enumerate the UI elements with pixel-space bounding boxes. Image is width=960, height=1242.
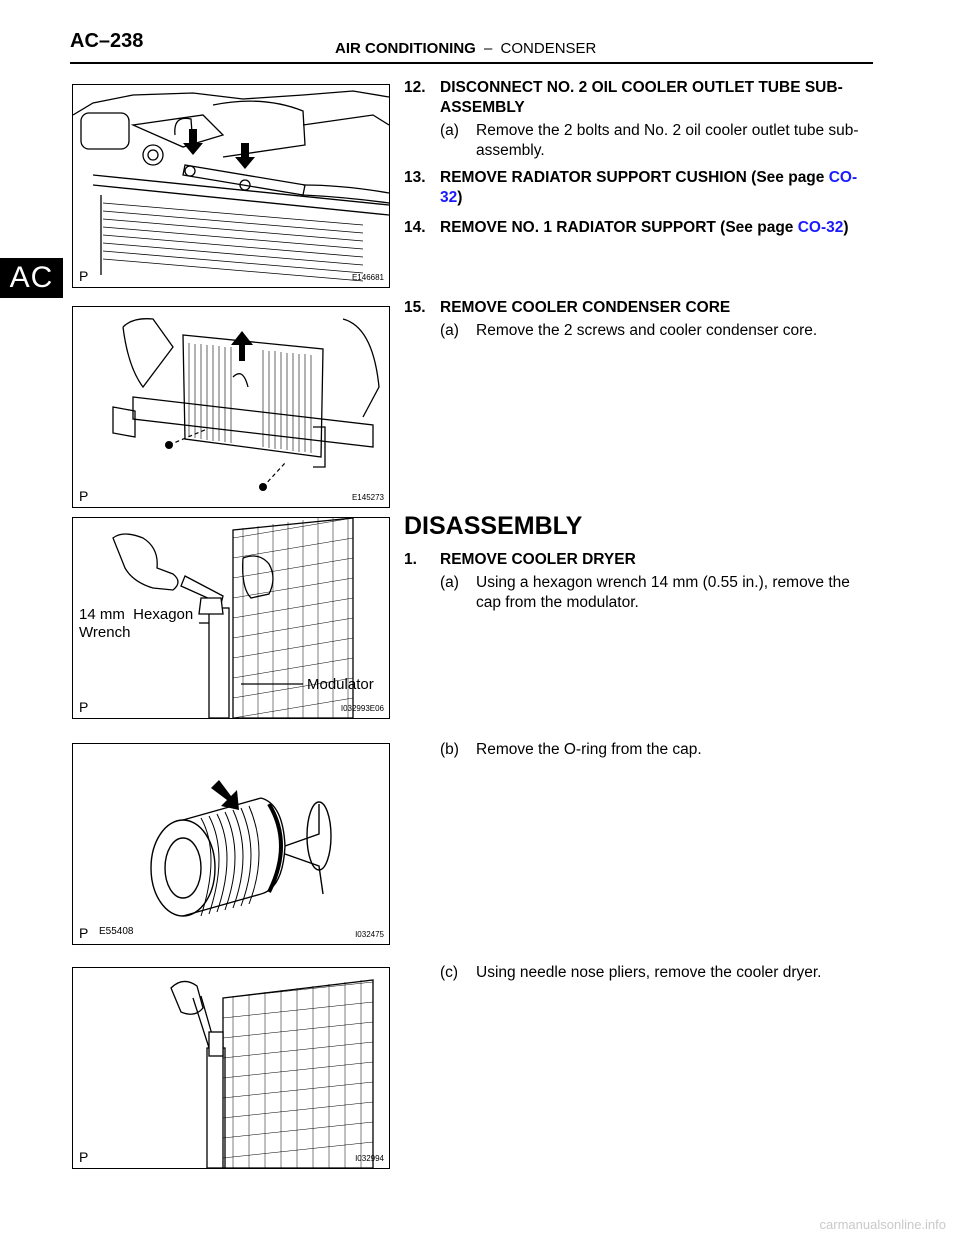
- figure-code: E145273: [351, 493, 384, 502]
- step-text: DISCONNECT NO. 2 OIL COOLER OUTLET TUBE …: [440, 79, 843, 116]
- link-co-32[interactable]: CO-32: [440, 169, 858, 206]
- step-text-end: ): [457, 189, 463, 206]
- figure-code: I032994: [355, 1154, 384, 1163]
- step-number: 12.: [404, 79, 426, 96]
- step-15: 15. REMOVE COOLER CONDENSER CORE (a) Rem…: [404, 298, 874, 341]
- header-separator: –: [484, 40, 493, 57]
- figure-cap-o-ring: P E55408 I032475: [72, 743, 390, 945]
- header-rule: [70, 62, 873, 64]
- substep-text: Remove the O-ring from the cap.: [476, 741, 702, 758]
- figure-condenser-core: P E145273: [72, 306, 390, 508]
- step-12: 12. DISCONNECT NO. 2 OIL COOLER OUTLET T…: [404, 78, 874, 161]
- step-13: 13. REMOVE RADIATOR SUPPORT CUSHION (See…: [404, 168, 874, 208]
- oil-cooler-illustration: [73, 90, 389, 282]
- substep-label: (c): [440, 964, 459, 981]
- step-number: 13.: [404, 169, 426, 186]
- footer-watermark: carmanualsonline.info: [819, 1217, 946, 1232]
- disassembly-substep-b: (b) Remove the O-ring from the cap.: [404, 737, 874, 760]
- figure-code: I032993E06: [340, 704, 384, 713]
- figure-p-mark: P: [79, 488, 89, 504]
- header-title: AIR CONDITIONING – CONDENSER: [335, 40, 596, 57]
- substep-label: (a): [440, 122, 459, 139]
- header-subsection: CONDENSER: [500, 40, 597, 57]
- step-text: REMOVE COOLER CONDENSER CORE: [440, 299, 731, 316]
- step-14: 14. REMOVE NO. 1 RADIATOR SUPPORT (See p…: [404, 218, 874, 238]
- substep-label: (a): [440, 322, 459, 339]
- substep-text: Using needle nose pliers, remove the coo…: [476, 964, 822, 981]
- figure-code-secondary: E55408: [99, 926, 134, 937]
- pliers-illustration: [170, 979, 374, 1168]
- cap-illustration: [150, 780, 332, 917]
- step-text: REMOVE COOLER DRYER: [440, 551, 636, 568]
- callout-modulator: Modulator: [307, 676, 374, 693]
- step-number: 1.: [404, 551, 417, 568]
- figure-p-mark: P: [79, 699, 89, 715]
- figure-p-mark: P: [79, 1149, 89, 1165]
- disassembly-substep-c: (c) Using needle nose pliers, remove the…: [404, 960, 874, 983]
- figure-hexagon-wrench: 14 mm Hexagon Wrench Modulator P I032993…: [72, 517, 390, 719]
- figure-code: E146681: [351, 273, 384, 282]
- wrench-illustration: [112, 518, 354, 718]
- page-number: AC–238: [70, 30, 144, 52]
- substep-label: (b): [440, 741, 459, 758]
- step-number: 14.: [404, 219, 426, 236]
- condenser-illustration: [112, 318, 380, 491]
- disassembly-heading: DISASSEMBLY: [404, 512, 583, 540]
- step-text: REMOVE NO. 1 RADIATOR SUPPORT (See page: [440, 219, 798, 236]
- section-side-tab: AC: [0, 258, 63, 298]
- substep-text: Remove the 2 bolts and No. 2 oil cooler …: [476, 122, 859, 159]
- step-number: 15.: [404, 299, 426, 316]
- header-section: AIR CONDITIONING: [335, 40, 476, 57]
- disassembly-step-1: 1. REMOVE COOLER DRYER (a) Using a hexag…: [404, 550, 874, 613]
- figure-needle-nose-pliers: P I032994: [72, 967, 390, 1169]
- step-text: REMOVE RADIATOR SUPPORT CUSHION (See pag…: [440, 169, 829, 186]
- substep-label: (a): [440, 574, 459, 591]
- substep-text: Using a hexagon wrench 14 mm (0.55 in.),…: [476, 574, 850, 611]
- figure-p-mark: P: [79, 268, 89, 284]
- callout-hexagon-wrench: 14 mm Hexagon Wrench: [79, 606, 194, 641]
- figure-p-mark: P: [79, 925, 89, 941]
- step-text-end: ): [843, 219, 849, 236]
- figure-oil-cooler-tube: P E146681: [72, 84, 390, 288]
- substep-text: Remove the 2 screws and cooler condenser…: [476, 322, 818, 339]
- link-co-32[interactable]: CO-32: [797, 219, 844, 236]
- figure-code: I032475: [355, 930, 384, 939]
